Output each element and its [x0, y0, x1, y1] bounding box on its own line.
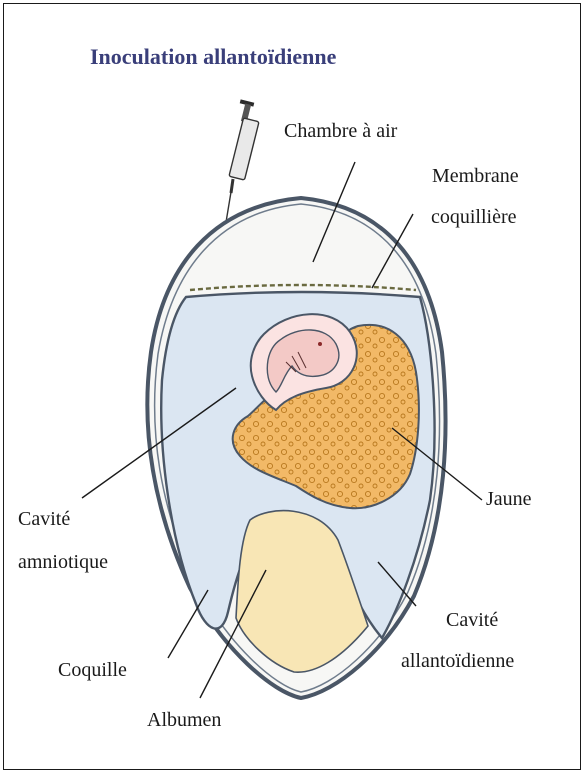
label-amniotic-cavity-1: Cavité [18, 508, 70, 530]
label-yolk: Jaune [486, 488, 532, 510]
label-shell: Coquille [58, 659, 127, 681]
label-shell-membrane-2: coquillière [431, 206, 517, 228]
diagram-title: Inoculation allantoïdienne [90, 44, 337, 69]
label-amniotic-cavity-2: amniotique [18, 551, 108, 573]
label-shell-membrane-1: Membrane [432, 165, 519, 187]
leader-shell [168, 590, 208, 658]
label-air-chamber: Chambre à air [284, 120, 398, 142]
label-allantoic-cavity-1: Cavité [446, 609, 498, 631]
label-allantoic-cavity-2: allantoïdienne [401, 650, 514, 672]
label-albumen: Albumen [147, 709, 221, 731]
egg [147, 198, 445, 698]
